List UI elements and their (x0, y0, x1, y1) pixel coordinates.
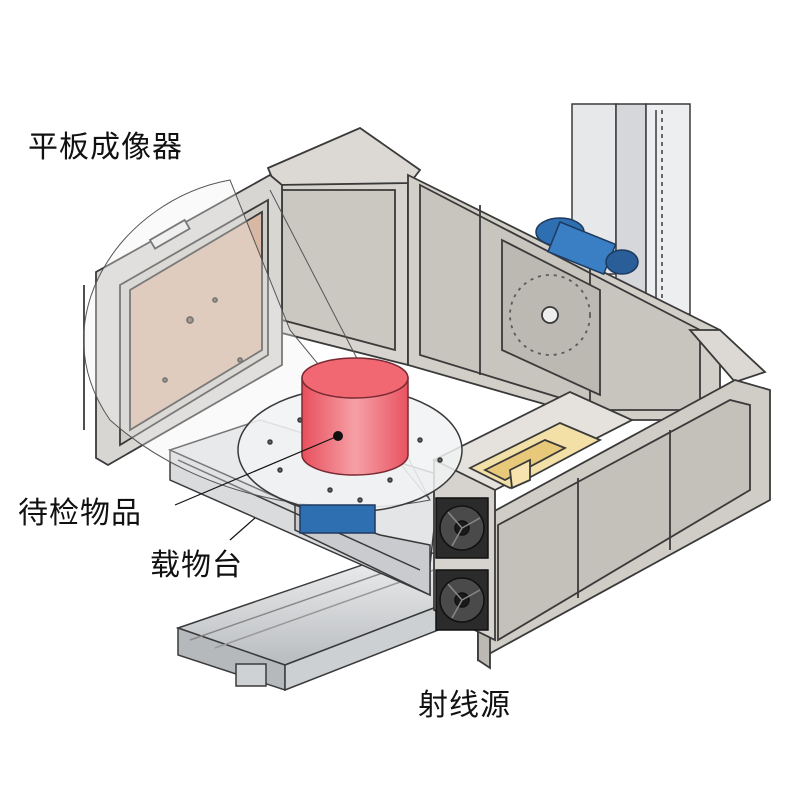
label-detector: 平板成像器 (28, 130, 183, 165)
leader-lines (174, 435, 339, 541)
label-stage: 载物台 (150, 548, 243, 583)
rotation-motor (535, 217, 639, 276)
fan-icon (435, 569, 489, 631)
fan-icon (435, 497, 489, 559)
label-source: 射线源 (418, 688, 511, 723)
sample-object (301, 357, 409, 476)
label-sample: 待检物品 (18, 496, 142, 531)
flat-panel-detector (83, 173, 283, 467)
housing-frame (266, 126, 771, 670)
